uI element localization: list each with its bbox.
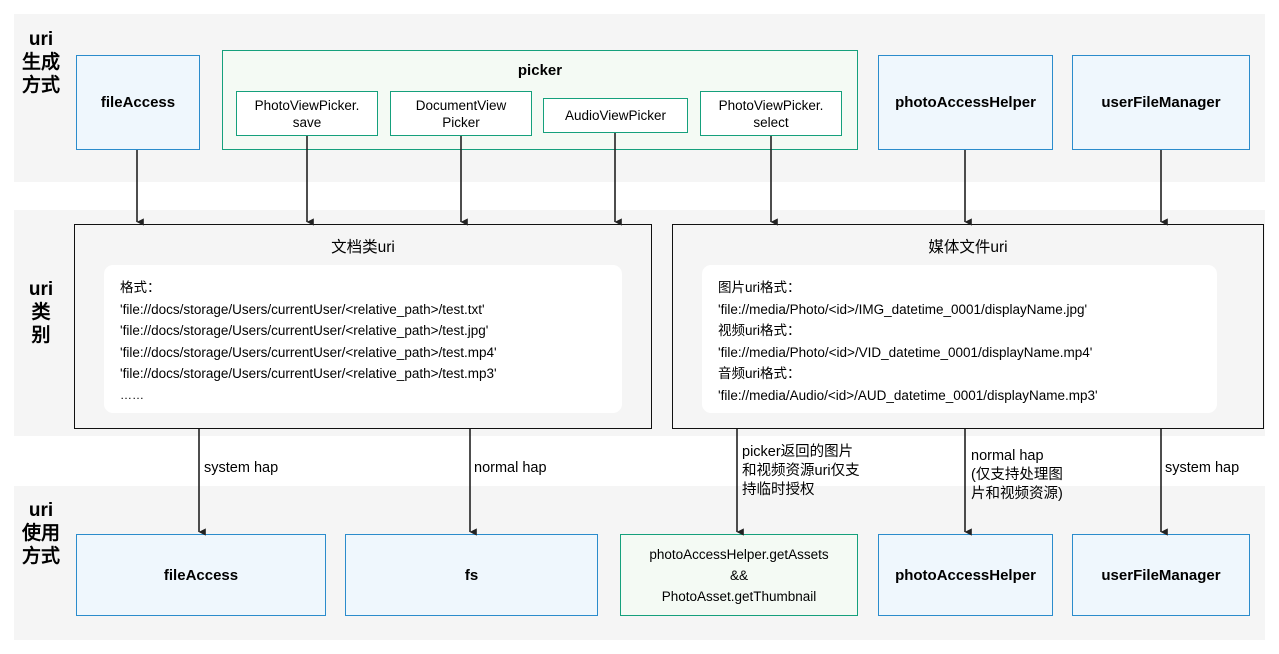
edge-label-system-hap-left: system hap (204, 460, 279, 476)
node-usage-photo-access-helper-label: photoAccessHelper (895, 566, 1036, 584)
category-doc-line: 'file://docs/storage/Users/currentUser/<… (120, 366, 497, 381)
category-doc-line: 'file://docs/storage/Users/currentUser/<… (120, 344, 497, 360)
row-label-usage: uri 使用 方式 (21, 500, 60, 567)
category-doc-line: 格式： (120, 280, 161, 295)
category-media-line: 'file://media/Photo/<id>/IMG_datetime_00… (718, 301, 1088, 317)
category-media-title: 媒体文件uri (928, 239, 1008, 256)
category-media-line: 'file://media/Photo/<id>/VID_datetime_00… (718, 344, 1093, 360)
node-generation-user-file-manager[interactable]: userFileManager (1072, 55, 1250, 150)
row-label-generation: uri 生成 方式 (21, 29, 60, 96)
category-doc-line: 'file://docs/storage/Users/currentUser/<… (120, 323, 489, 338)
picker-item-photoviewpicker-save[interactable]: PhotoViewPicker. save (236, 91, 378, 136)
node-usage-photo-assets[interactable]: photoAccessHelper.getAssets && PhotoAsse… (620, 534, 858, 616)
node-usage-photo-access-helper[interactable]: photoAccessHelper (878, 534, 1053, 616)
node-generation-file-access[interactable]: fileAccess (76, 55, 200, 150)
node-generation-user-file-manager-label: userFileManager (1101, 94, 1221, 111)
node-generation-photo-access-helper[interactable]: photoAccessHelper (878, 55, 1053, 150)
node-usage-file-access-label: fileAccess (163, 566, 239, 584)
node-generation-photo-access-helper-label: photoAccessHelper (895, 94, 1036, 111)
category-media-line: 视频uri格式： (718, 323, 801, 338)
picker-item-documentviewpicker-label: DocumentView Picker (415, 97, 507, 130)
category-doc-title: 文档类uri (331, 239, 395, 256)
node-usage-fs[interactable]: fs (345, 534, 598, 616)
category-doc-line: 'file://docs/storage/Users/currentUser/<… (120, 301, 485, 317)
picker-item-documentviewpicker[interactable]: DocumentView Picker (390, 91, 532, 136)
node-usage-photo-assets-label: photoAccessHelper.getAssets && PhotoAsse… (649, 546, 829, 604)
node-usage-fs-label: fs (464, 566, 479, 584)
picker-item-photoviewpicker-select[interactable]: PhotoViewPicker. select (700, 91, 842, 136)
category-media-line: 音频uri格式： (718, 366, 801, 381)
node-usage-user-file-manager-label: userFileManager (1101, 566, 1221, 584)
node-usage-file-access[interactable]: fileAccess (76, 534, 326, 616)
category-doc-inner: 格式： 'file://docs/storage/Users/currentUs… (104, 265, 622, 413)
category-media-line: 'file://media/Audio/<id>/AUD_datetime_00… (718, 387, 1098, 403)
row-label-category: uri 类 别 (28, 279, 54, 346)
picker-group-title: picker (517, 62, 563, 79)
category-doc-line: …… (120, 387, 144, 402)
picker-item-audioviewpicker-label: AudioViewPicker (564, 108, 667, 123)
edge-label-normal-hap-left: normal hap (474, 460, 547, 476)
edge-label-system-hap-right: system hap (1165, 460, 1240, 476)
node-usage-user-file-manager[interactable]: userFileManager (1072, 534, 1250, 616)
category-media-line: 图片uri格式： (718, 280, 801, 295)
node-generation-file-access-label: fileAccess (100, 94, 176, 111)
picker-item-photoviewpicker-select-label: PhotoViewPicker. select (718, 97, 824, 130)
category-media-inner: 图片uri格式： 'file://media/Photo/<id>/IMG_da… (702, 265, 1217, 413)
picker-item-audioviewpicker[interactable]: AudioViewPicker (543, 98, 688, 133)
picker-item-photoviewpicker-save-label: PhotoViewPicker. save (254, 97, 360, 130)
edge-label-picker-temp-auth: picker返回的图片 和视频资源uri仅支 持临时授权 (742, 444, 860, 498)
edge-label-normal-hap-media: normal hap (仅支持处理图 片和视频资源) (971, 448, 1063, 502)
